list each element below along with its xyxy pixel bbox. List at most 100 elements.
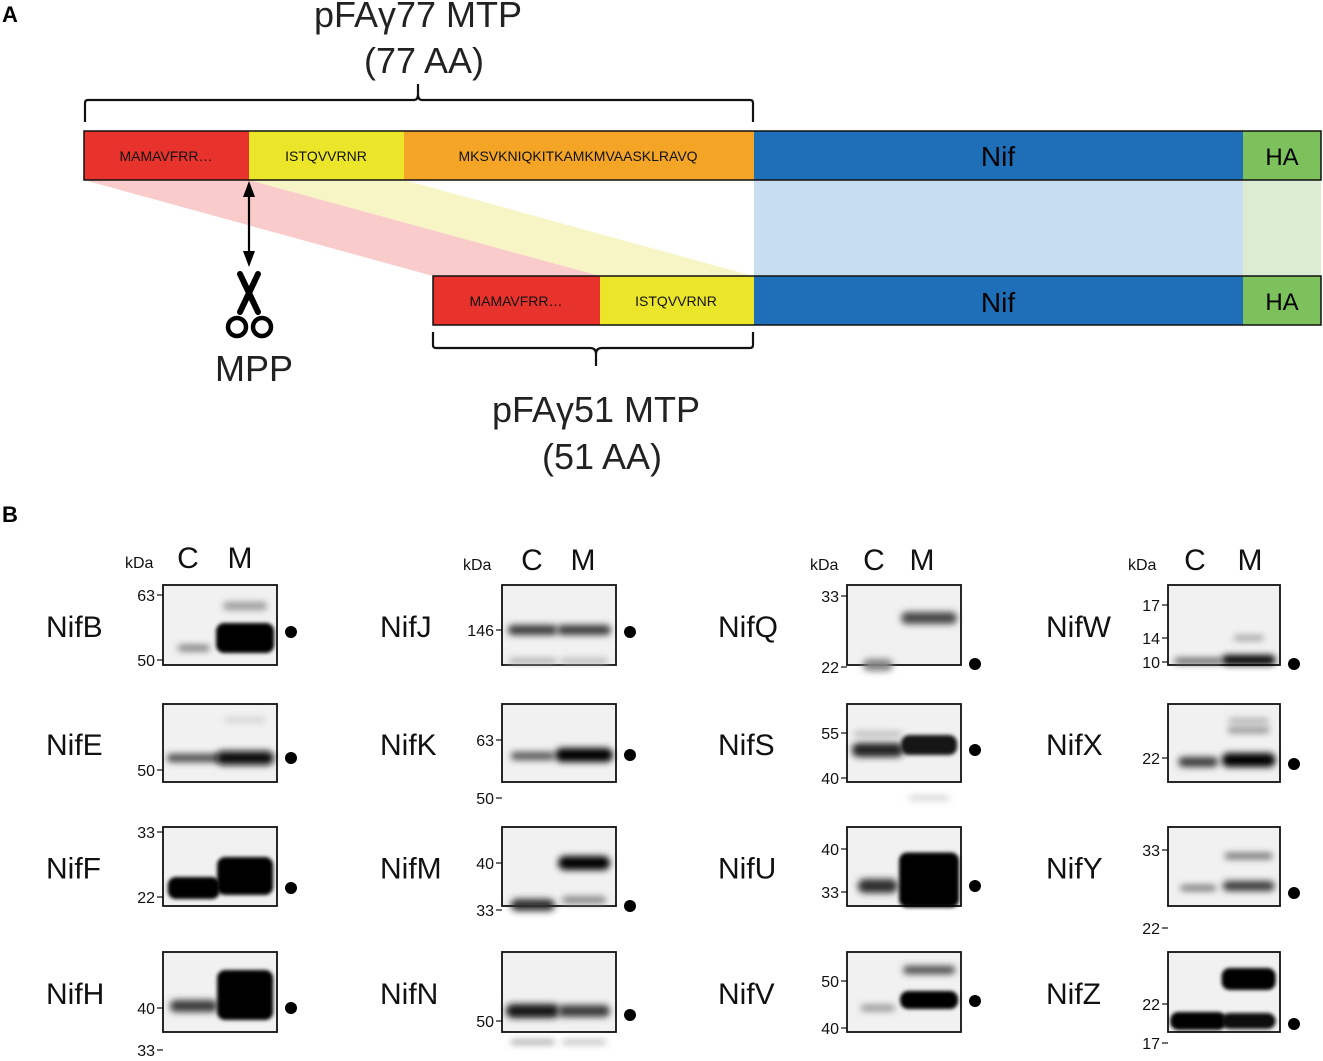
proc-seg-2-text: ISTQVVRNR (635, 293, 717, 309)
segment-istq (249, 131, 404, 180)
blot-band (217, 857, 274, 895)
proc-seg-nif-text: Nif (981, 287, 1015, 318)
blot-band (901, 735, 958, 755)
band-marker-dot (624, 1009, 636, 1021)
proc-seg-1-text: MAMAVFRR… (469, 293, 562, 309)
panel-a-label: A (2, 2, 18, 27)
blot-band (169, 1000, 218, 1012)
mtp77-title: pFAγ77 MTP (314, 0, 522, 35)
blot-band (507, 625, 558, 635)
band-marker-dot (285, 1002, 297, 1014)
nif-band (754, 180, 1243, 276)
blot-band (1221, 655, 1276, 665)
blot-band (1221, 1013, 1276, 1029)
blot-band (558, 1005, 611, 1017)
blot-band (560, 658, 609, 664)
blot-band (1222, 881, 1275, 891)
mpp-label: MPP (215, 348, 293, 389)
marker-label: 40 (821, 842, 839, 859)
blot-band (1221, 968, 1276, 990)
ha-band (1243, 180, 1321, 276)
marker-label: 17 (1142, 598, 1160, 615)
blot-band (225, 718, 266, 722)
yellow-band (249, 180, 753, 276)
blot-membrane (501, 703, 617, 783)
marker-label: 22 (1142, 751, 1160, 768)
mtp77-subtitle: (77 AA) (364, 40, 484, 81)
band-marker-dot (1288, 758, 1300, 770)
marker-label: 50 (137, 763, 155, 780)
protein-name: NifY (1046, 853, 1103, 886)
marker-label: 33 (821, 589, 839, 606)
blot-band (851, 743, 904, 757)
lane-c-label: C (1184, 544, 1206, 577)
blot-band (1228, 718, 1269, 724)
blot-band (901, 612, 958, 624)
lane-c-label: C (863, 544, 885, 577)
blot-band (1180, 885, 1217, 891)
marker-label: 63 (476, 733, 494, 750)
protein-name: NifV (718, 978, 775, 1011)
blot-band (857, 879, 898, 893)
blot-band (510, 1039, 555, 1045)
blot-band (1178, 757, 1219, 767)
full-seg-nif-text: Nif (981, 141, 1015, 172)
protein-name: NifX (1046, 729, 1103, 762)
cleavage-arrow (243, 181, 255, 267)
marker-label: 22 (821, 660, 839, 677)
marker-label: 22 (137, 890, 155, 907)
full-seg-2-text: ISTQVVRNR (285, 148, 367, 164)
band-marker-dot (969, 658, 981, 670)
lane-c-label: C (177, 542, 199, 575)
kda-label: kDa (810, 557, 839, 574)
marker-label: 50 (821, 974, 839, 991)
blot-band (216, 623, 275, 653)
blot-band (862, 659, 893, 671)
projection-bands (84, 180, 1321, 276)
segment-nif (754, 131, 1243, 180)
blot-band (167, 877, 220, 899)
mtp51-title: pFAγ51 MTP (492, 389, 700, 430)
protein-name: NifF (46, 853, 101, 886)
kda-label: kDa (463, 557, 492, 574)
marker-label: 22 (1142, 997, 1160, 1014)
blot-niff: 33 22 NifF (46, 825, 297, 907)
blot-band (1221, 753, 1276, 767)
blot-band (899, 852, 960, 908)
protein-name: NifQ (718, 611, 778, 644)
blot-band (510, 899, 555, 911)
blot-membrane (1167, 703, 1281, 783)
segment-ha (1243, 131, 1321, 180)
band-marker-dot (969, 995, 981, 1007)
blot-band (510, 752, 555, 760)
marker-label: 146 (467, 623, 494, 640)
marker-label: 33 (476, 903, 494, 920)
blot-nifx: 22 NifX (1046, 703, 1300, 783)
protein-name: NifK (380, 729, 437, 762)
blot-membrane (1167, 826, 1281, 907)
segment-mts-start (84, 131, 249, 180)
blot-band (555, 748, 614, 762)
marker-label: 55 (821, 726, 839, 743)
marker-label: 40 (137, 1001, 155, 1018)
lane-m-label: M (910, 544, 935, 577)
mtp51-subtitle: (51 AA) (542, 436, 662, 477)
lane-m-label: M (228, 542, 253, 575)
marker-label: 33 (137, 825, 155, 842)
band-marker-dot (1288, 1018, 1300, 1030)
blot-band (562, 1039, 607, 1045)
blot-band (505, 1004, 560, 1018)
protein-name: NifZ (1046, 978, 1101, 1011)
blot-band (1227, 727, 1270, 733)
